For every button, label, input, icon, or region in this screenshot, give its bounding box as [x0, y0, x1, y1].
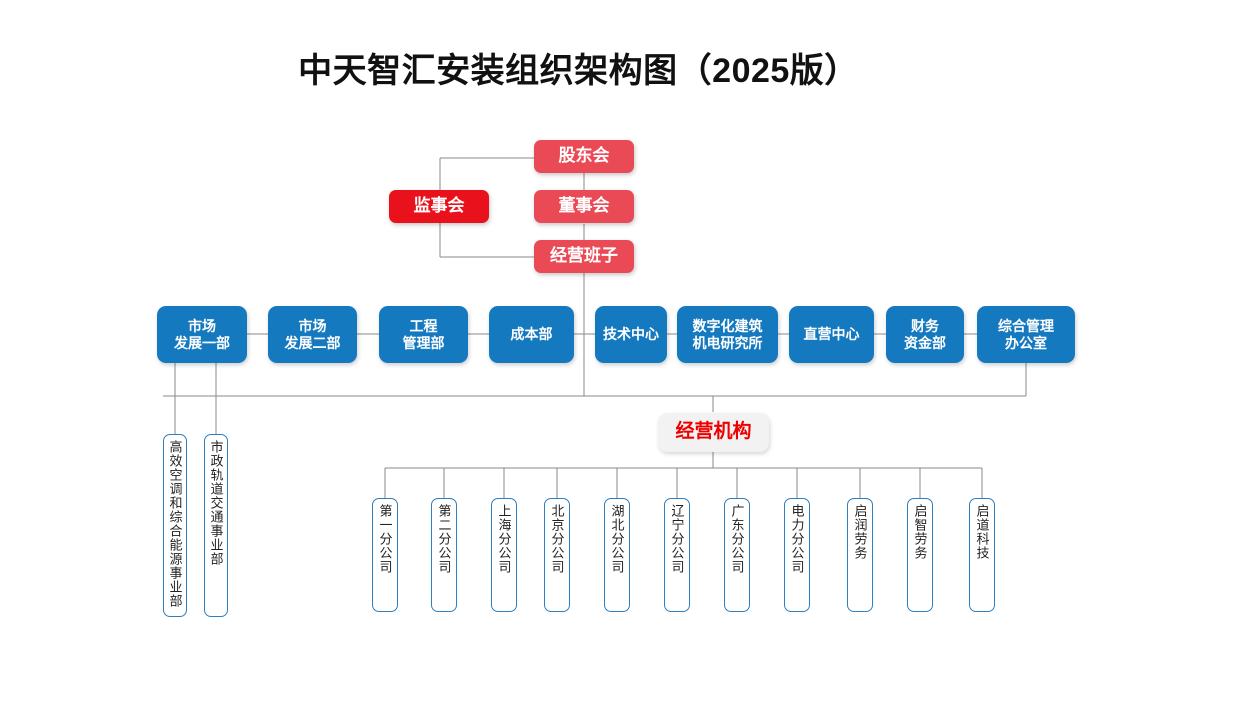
page-title: 中天智汇安装组织架构图（2025版）: [298, 52, 859, 90]
node-subsidiary-6-label: 广东分公司: [729, 504, 745, 574]
node-department-1-line2: 发展二部: [284, 334, 341, 351]
node-subsidiary-6[interactable]: 广东分公司: [724, 498, 750, 612]
node-subsidiary-7[interactable]: 电力分公司: [784, 498, 810, 612]
node-subsidiary-8-label: 启润劳务: [852, 504, 868, 560]
node-department-8-line1: 综合管理: [998, 317, 1054, 334]
node-business-unit-1[interactable]: 市政轨道交通事业部: [204, 434, 228, 617]
node-department-4[interactable]: 技术中心: [595, 306, 667, 363]
node-department-3[interactable]: 成本部: [489, 306, 574, 363]
node-subsidiary-3[interactable]: 北京分公司: [544, 498, 570, 612]
node-department-5-line2: 机电研究所: [692, 334, 763, 351]
node-subsidiary-2[interactable]: 上海分公司: [491, 498, 517, 612]
node-subsidiary-8[interactable]: 启润劳务: [847, 498, 873, 612]
node-subsidiary-1-label: 第二分公司: [436, 504, 452, 574]
node-department-4-line1: 技术中心: [603, 326, 659, 343]
node-board-of-directors-label: 董事会: [558, 196, 610, 216]
node-department-0-line1: 市场: [188, 317, 216, 334]
node-management-team[interactable]: 经营班子: [534, 240, 634, 273]
node-department-1-line1: 市场: [298, 317, 327, 334]
node-department-8-line2: 办公室: [1005, 334, 1047, 351]
node-business-unit-0[interactable]: 高效空调和综合能源事业部: [163, 434, 187, 617]
node-subsidiary-5[interactable]: 辽宁分公司: [664, 498, 690, 612]
node-department-2-line1: 工程: [409, 317, 438, 334]
node-subsidiary-2-label: 上海分公司: [496, 504, 512, 574]
node-department-5-line1: 数字化建筑: [692, 317, 763, 334]
node-subsidiary-9-label: 启智劳务: [912, 504, 928, 560]
node-department-3-line1: 成本部: [510, 326, 553, 343]
node-subsidiary-4-label: 湖北分公司: [609, 504, 625, 574]
node-operating-group[interactable]: 经营机构: [658, 413, 769, 452]
node-department-5[interactable]: 数字化建筑 机电研究所: [677, 306, 778, 363]
node-subsidiary-1[interactable]: 第二分公司: [431, 498, 457, 612]
node-supervisory-board-label: 监事会: [413, 196, 465, 216]
node-business-unit-1-label: 市政轨道交通事业部: [208, 440, 224, 566]
node-subsidiary-5-label: 辽宁分公司: [669, 504, 685, 574]
node-subsidiary-3-label: 北京分公司: [549, 504, 565, 574]
node-department-7[interactable]: 财务 资金部: [886, 306, 964, 363]
node-department-7-line1: 财务: [911, 317, 939, 334]
node-department-0[interactable]: 市场 发展一部: [157, 306, 247, 363]
node-subsidiary-10[interactable]: 启道科技: [969, 498, 995, 612]
node-supervisory-board[interactable]: 监事会: [389, 190, 489, 223]
node-department-6-line1: 直营中心: [803, 326, 860, 343]
node-shareholders-label: 股东会: [558, 146, 610, 166]
node-subsidiary-4[interactable]: 湖北分公司: [604, 498, 630, 612]
node-department-2[interactable]: 工程 管理部: [379, 306, 468, 363]
node-subsidiary-0-label: 第一分公司: [377, 504, 393, 574]
node-department-1[interactable]: 市场 发展二部: [268, 306, 357, 363]
node-department-0-line2: 发展一部: [174, 334, 230, 351]
node-board-of-directors[interactable]: 董事会: [534, 190, 634, 223]
node-department-8[interactable]: 综合管理 办公室: [977, 306, 1075, 363]
node-business-unit-0-label: 高效空调和综合能源事业部: [167, 440, 183, 608]
node-department-2-line2: 管理部: [402, 334, 445, 351]
node-shareholders[interactable]: 股东会: [534, 140, 634, 173]
node-subsidiary-0[interactable]: 第一分公司: [372, 498, 398, 612]
node-management-team-label: 经营班子: [550, 246, 618, 266]
node-department-7-line2: 资金部: [904, 334, 946, 351]
node-subsidiary-9[interactable]: 启智劳务: [907, 498, 933, 612]
node-operating-group-label: 经营机构: [675, 421, 752, 443]
node-subsidiary-10-label: 启道科技: [974, 504, 990, 560]
node-department-6[interactable]: 直营中心: [789, 306, 874, 363]
node-subsidiary-7-label: 电力分公司: [789, 504, 805, 574]
